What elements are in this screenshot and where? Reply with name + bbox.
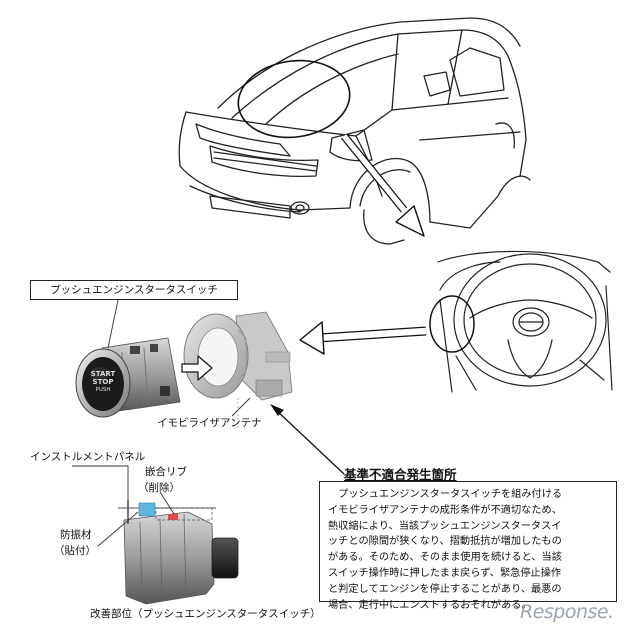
nonconformity-title: 基準不適合発生箇所 [344,467,457,482]
dashboard-illustration [435,249,613,393]
leader-immobilizer [231,397,251,417]
push-switch-photo [75,337,181,418]
switch-face-stop: STOP [92,378,114,386]
arrow-car-to-dashboard [340,133,425,237]
lower-leaders [72,465,175,547]
switch-face-push: PUSH [95,387,111,393]
immobilizer-antenna-label: イモビライザアンテナ [157,417,262,429]
switch-face-text: START STOP PUSH [86,370,120,394]
improved-part-label: 改善部位（プッシュエンジンスタータスイッチ） [90,608,321,620]
push-switch-label-box: プッシュエンジンスタータスイッチ [30,280,238,300]
cushion-label: 防振材 [60,529,92,541]
insert-arrow [181,355,213,381]
cushion-note: （貼付） [54,545,96,557]
nonconformity-line: と判定してエンジンを停止することがあり、最悪の [328,583,562,595]
nonconformity-line: がある。そのため、そのまま使用を続けると、当該 [328,552,562,564]
push-switch-label: プッシュエンジンスタータスイッチ [50,284,218,296]
nonconformity-box: プッシュエンジンスタータスイッチを組み付ける イモビライザアンテナの成形条件が不… [319,481,617,611]
instrument-panel-label: インストルメントパネル [30,451,146,463]
nonconformity-line: プッシュエンジンスタータスイッチを組み付ける [328,489,563,500]
immobilizer-antenna-photo [183,311,293,401]
improved-switch-photo [118,500,239,605]
nonconformity-line: スイッチ操作時に押したまま戻らず、緊急停止操作 [328,567,562,579]
car-illustration [178,17,531,245]
fitting-rib-note: （削除） [138,482,180,494]
nonconformity-line: イモビライザアンテナの成形条件が不適切なため、 [328,504,562,516]
fitting-rib-label: 嵌合リブ [145,466,187,478]
highlight-ellipse-car [237,59,351,139]
nonconformity-line: ッチとの隙間が狭くなり、摺動抵抗が増加したもの [328,536,562,548]
arrow-to-nonconformity [270,404,345,475]
highlight-ellipse-dashboard [429,295,475,353]
response-watermark: Response. [520,601,614,623]
switch-face-start: START [90,370,116,378]
nonconformity-line: 場合、走行中にエンストするおそれがある。 [328,599,532,611]
arrow-dashboard-to-switch [299,321,427,355]
leader-switch-title [107,299,119,349]
nonconformity-line: 熱収縮により、当該プッシュエンジンスタータスイ [328,520,562,532]
